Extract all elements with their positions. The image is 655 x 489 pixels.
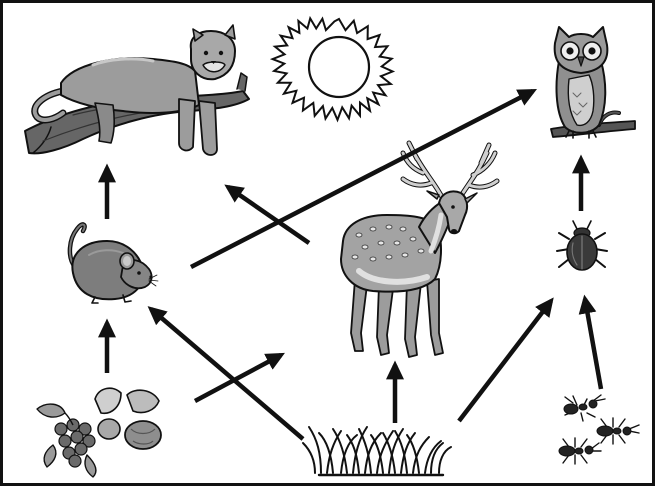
arrow-nuts-berries-to-deer — [195, 355, 281, 401]
sun-icon — [273, 18, 393, 119]
deer-icon — [341, 143, 497, 357]
food-web-canvas — [3, 3, 655, 489]
grass-icon — [303, 427, 451, 475]
cougar-icon — [25, 25, 249, 155]
nuts-berries-icon — [37, 388, 161, 477]
mouse-icon — [70, 225, 158, 303]
beetle-icon — [557, 221, 607, 270]
arrow-grass-to-beetle — [459, 301, 551, 421]
arrow-grass-to-mouse — [151, 309, 303, 439]
ants-icon — [559, 395, 639, 464]
owl-icon — [551, 27, 635, 138]
arrow-ants-to-beetle — [585, 299, 601, 389]
